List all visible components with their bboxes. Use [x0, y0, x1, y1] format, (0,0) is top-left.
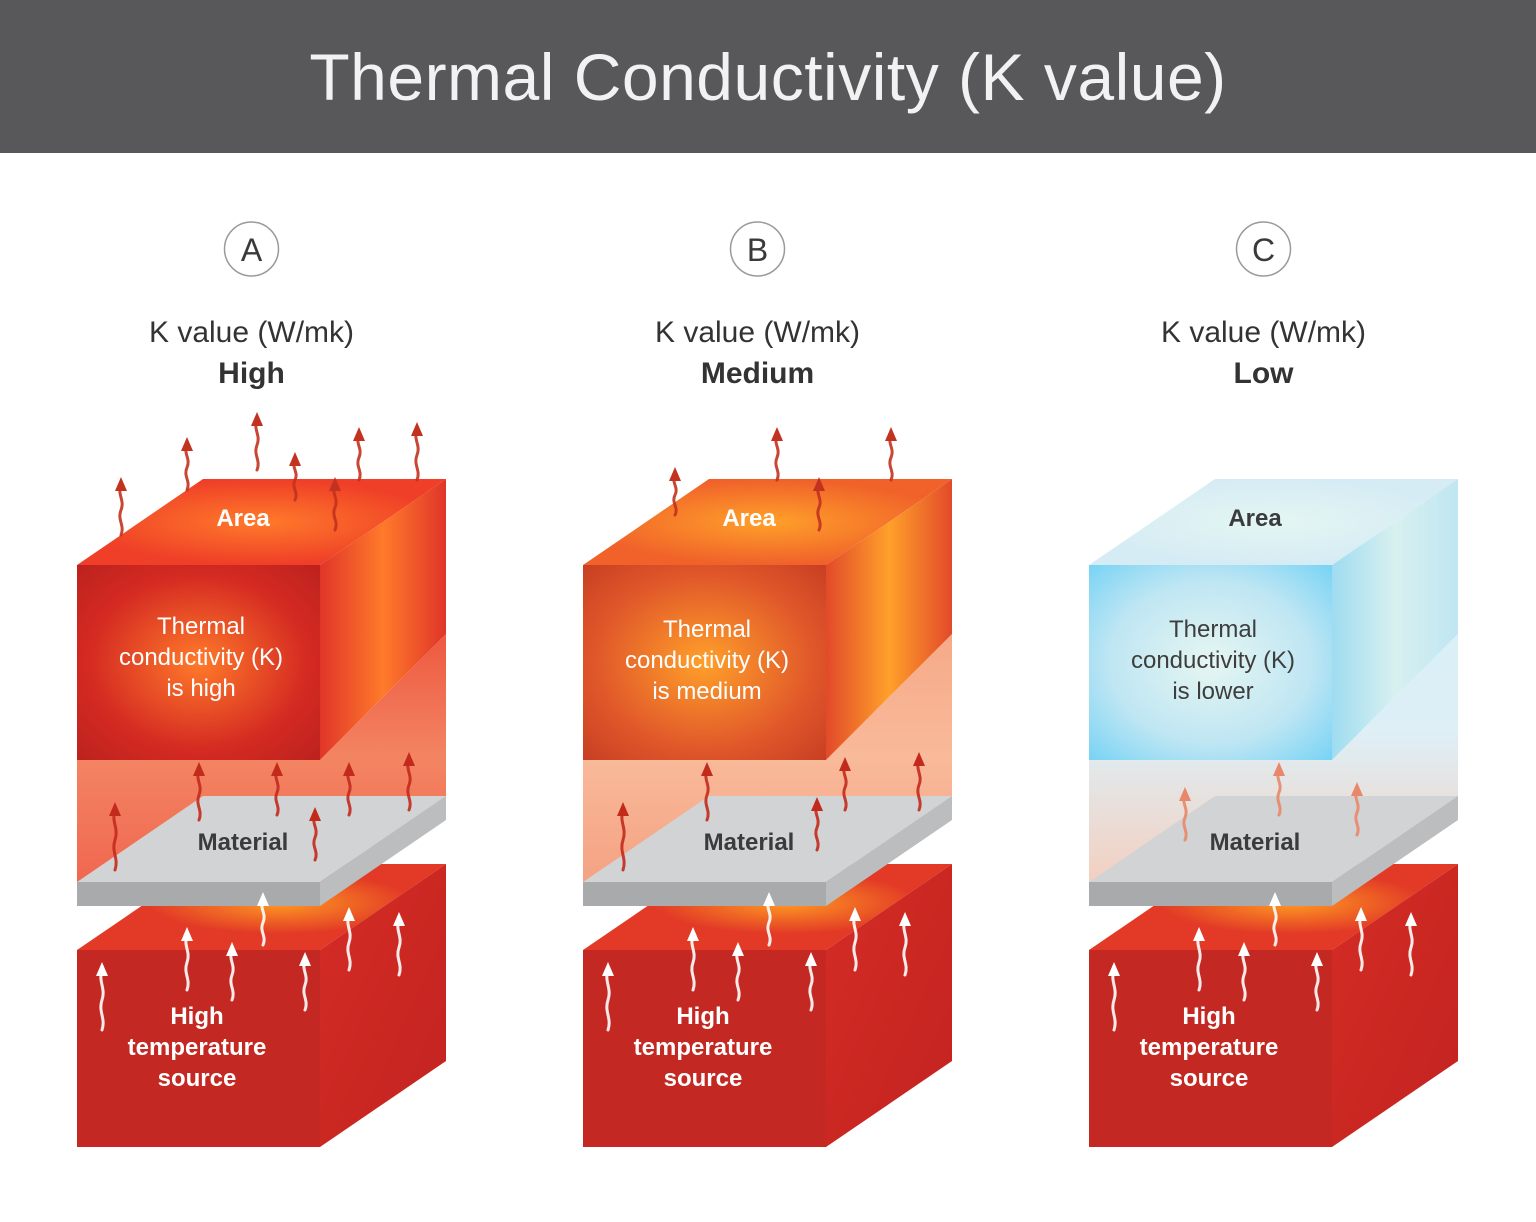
material-heat-arrow-icon: [271, 762, 283, 817]
source-heat-arrow-icon: [181, 927, 193, 992]
escaping-heat-arrow-icon: [329, 477, 341, 532]
heat-source-label-line: source: [158, 1065, 237, 1092]
material-heat-arrow-icon: [913, 752, 925, 812]
thermal-description-line: is lower: [1172, 678, 1253, 705]
thermal-description-line: conductivity (K): [625, 647, 789, 674]
badge-circle: [223, 221, 280, 277]
k-value-level: Medium: [701, 357, 814, 390]
conductor-cube: [77, 479, 446, 760]
heat-source-label-line: High: [676, 1003, 729, 1030]
escaping-heat-arrow-icon: [181, 437, 193, 492]
material-heat-arrow-icon: [343, 762, 355, 817]
material-label: Material: [198, 829, 289, 856]
material-heat-arrow-icon: [839, 757, 851, 812]
source-heat-arrow-icon: [257, 892, 269, 947]
material-heat-arrow-icon: [1179, 787, 1191, 842]
conductor-cube: [583, 479, 952, 760]
thermal-description-line: conductivity (K): [1131, 647, 1295, 674]
source-heat-arrow-icon: [1108, 962, 1120, 1032]
escaping-heat-arrow-icon: [353, 427, 365, 482]
source-heat-arrow-icon: [1355, 907, 1367, 972]
panel-a: AK value (W/mk)HighMaterialAreaThermalco…: [77, 221, 446, 1147]
area-label: Area: [1228, 505, 1282, 532]
escaping-heat-arrow-icon: [669, 467, 681, 517]
source-heat-arrow-icon: [393, 912, 405, 977]
thermal-description-line: Thermal: [663, 616, 751, 643]
material-heat-arrow-icon: [309, 807, 321, 862]
source-heat-arrow-icon: [1269, 892, 1281, 947]
escaping-heat-arrow-icon: [411, 422, 423, 482]
material-slab: [583, 796, 952, 906]
escaping-heat-arrow-icon: [771, 427, 783, 482]
source-heat-arrow-icon: [849, 907, 861, 972]
panel-badge: C: [1252, 232, 1275, 268]
source-heat-arrow-icon: [299, 952, 311, 1012]
panel-badge: A: [241, 232, 263, 268]
k-value-label: K value (W/mk): [149, 316, 354, 349]
material-heat-arrow-icon: [617, 802, 629, 872]
heat-source-label-line: source: [1170, 1065, 1249, 1092]
escaping-heat-arrow-icon: [115, 477, 127, 537]
escaping-heat-arrow-icon: [885, 427, 897, 482]
source-heat-arrow-icon: [1193, 927, 1205, 992]
source-heat-arrow-icon: [805, 952, 817, 1012]
thermal-description-line: Thermal: [157, 613, 245, 640]
source-heat-arrow-icon: [1311, 952, 1323, 1012]
material-heat-arrow-icon: [1351, 782, 1363, 837]
heat-source-label-line: temperature: [1140, 1034, 1279, 1061]
material-heat-arrow-icon: [403, 752, 415, 812]
thermal-description-line: is medium: [652, 678, 761, 705]
heat-source-label-line: High: [170, 1003, 223, 1030]
source-heat-arrow-icon: [1405, 912, 1417, 977]
material-heat-arrow-icon: [1273, 762, 1285, 817]
material-heat-arrow-icon: [193, 762, 205, 822]
material-slab: [1089, 796, 1458, 906]
thermal-description-line: is high: [166, 675, 235, 702]
k-value-level: High: [218, 357, 285, 390]
source-heat-arrow-icon: [226, 942, 238, 1002]
heat-source-block: [77, 864, 446, 1147]
heat-source-label-line: High: [1182, 1003, 1235, 1030]
panel-badge: B: [747, 232, 768, 268]
heat-source-label-line: source: [664, 1065, 743, 1092]
heat-source-label-line: temperature: [634, 1034, 773, 1061]
heat-source-label-line: temperature: [128, 1034, 267, 1061]
badge-circle: [729, 221, 786, 277]
material-label: Material: [1210, 829, 1301, 856]
material-label: Material: [704, 829, 795, 856]
source-heat-arrow-icon: [343, 907, 355, 972]
source-heat-arrow-icon: [96, 962, 108, 1032]
area-label: Area: [216, 505, 270, 532]
material-heat-arrow-icon: [811, 797, 823, 852]
escaping-heat-arrow-icon: [251, 412, 263, 472]
k-value-label: K value (W/mk): [1161, 316, 1366, 349]
source-heat-arrow-icon: [1238, 942, 1250, 1002]
page-title: Thermal Conductivity (K value): [309, 39, 1227, 114]
conductor-cube: [1089, 479, 1458, 760]
badge-circle: [1235, 221, 1292, 277]
source-heat-arrow-icon: [687, 927, 699, 992]
source-heat-arrow-icon: [602, 962, 614, 1032]
title-bar: Thermal Conductivity (K value): [0, 0, 1536, 153]
escaping-heat-arrow-icon: [289, 452, 301, 502]
material-heat-arrow-icon: [109, 802, 121, 872]
k-value-level: Low: [1234, 357, 1295, 390]
source-heat-arrow-icon: [899, 912, 911, 977]
material-slab: [77, 796, 446, 906]
k-value-label: K value (W/mk): [655, 316, 860, 349]
thermal-description-line: conductivity (K): [119, 644, 283, 671]
escaping-heat-arrow-icon: [813, 477, 825, 532]
source-heat-arrow-icon: [732, 942, 744, 1002]
heat-source-block: [583, 864, 952, 1147]
area-label: Area: [722, 505, 776, 532]
thermal-description-line: Thermal: [1169, 616, 1257, 643]
source-heat-arrow-icon: [763, 892, 775, 947]
material-heat-arrow-icon: [701, 762, 713, 822]
